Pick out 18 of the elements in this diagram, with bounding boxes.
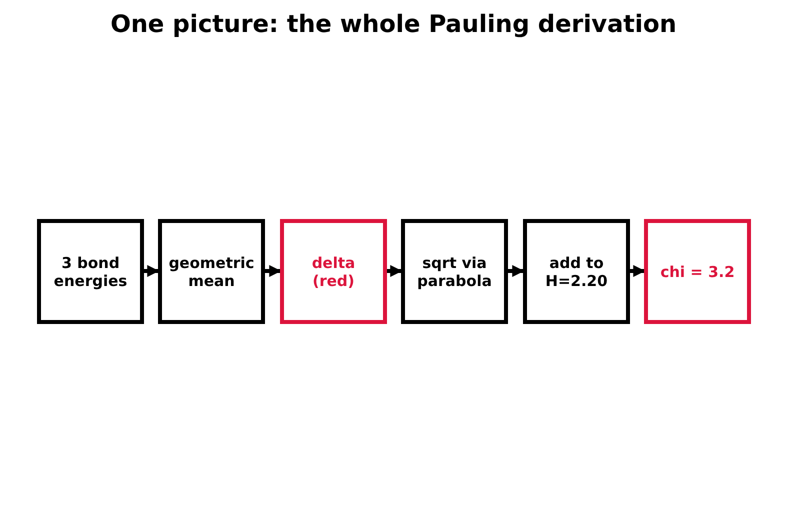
process-box <box>158 219 265 324</box>
box-label: sqrt via parabola <box>416 254 493 290</box>
arrow <box>387 265 402 277</box>
arrow <box>630 265 646 277</box>
arrow <box>265 265 282 277</box>
process-box <box>280 219 387 324</box>
arrow <box>144 265 160 277</box>
process-box <box>644 219 751 324</box>
process-box <box>523 219 630 324</box>
box-label: add to H=2.20 <box>544 254 609 290</box>
box-label: geometric mean <box>168 254 256 290</box>
process-box <box>401 219 508 324</box>
title: One picture: the whole Pauling derivation <box>109 10 678 38</box>
process-box <box>37 219 144 324</box>
box-label: chi = 3.2 <box>660 262 735 280</box>
box-label: 3 bond energies <box>52 254 128 290</box>
arrow <box>508 265 524 277</box>
box-label: delta (red) <box>310 254 356 290</box>
